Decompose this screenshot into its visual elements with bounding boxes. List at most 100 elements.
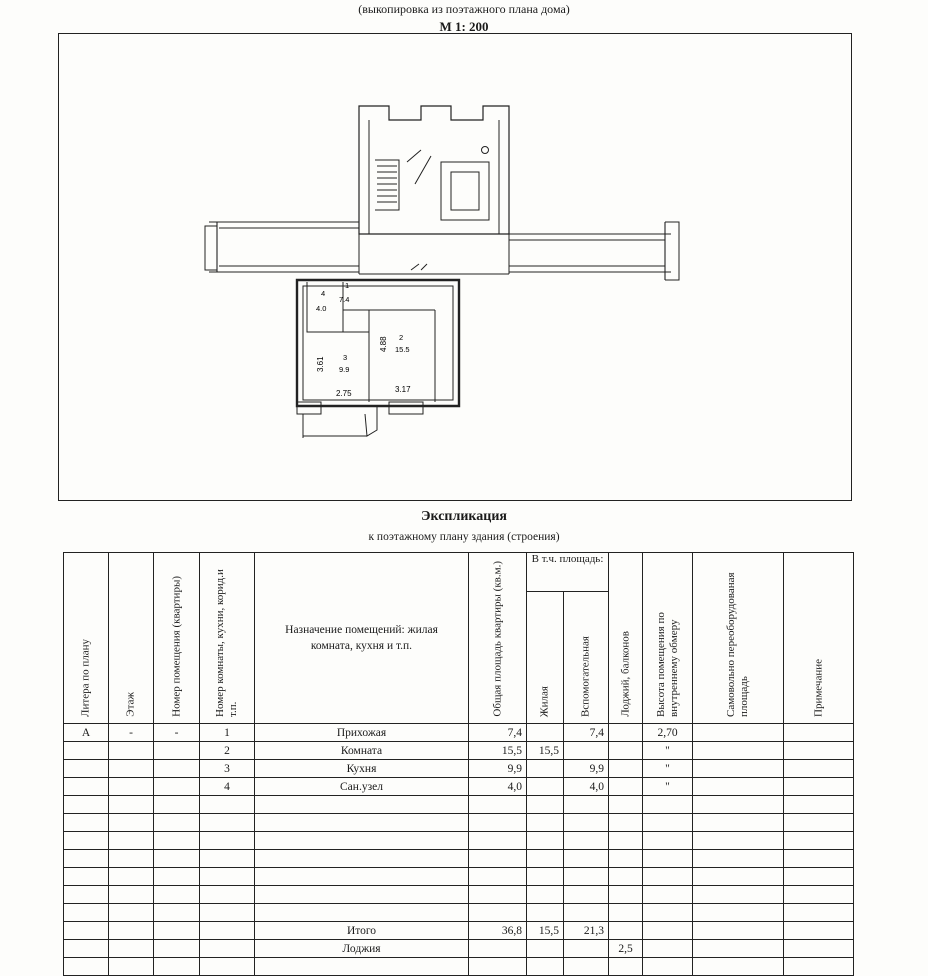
room-labels: 4 4.0 1 7.4 2 15.5 3 9.9 3.61 2.75 4.88 … bbox=[316, 281, 411, 398]
cell-room-number: 1 bbox=[199, 723, 255, 742]
cell-floor bbox=[108, 759, 154, 778]
table-row-empty bbox=[63, 903, 854, 922]
table-row-empty bbox=[63, 885, 854, 904]
floor-plan-drawing: 4 4.0 1 7.4 2 15.5 3 9.9 3.61 2.75 4.88 … bbox=[204, 105, 680, 438]
cell-apartment: - bbox=[153, 723, 200, 742]
cell-room-number: 2 bbox=[199, 741, 255, 760]
table-row: 3 Кухня 9,9 9,9 " bbox=[63, 759, 854, 778]
cell-room-number: 4 bbox=[199, 777, 255, 796]
loggia-label: Лоджия bbox=[254, 939, 469, 958]
cell-note bbox=[783, 723, 854, 742]
header-purpose: Назначение помещений: жилая комната, кух… bbox=[254, 552, 469, 724]
cell-apartment bbox=[153, 741, 200, 760]
cell-note bbox=[783, 741, 854, 760]
totals-living: 15,5 bbox=[526, 921, 564, 940]
room-2-area: 15.5 bbox=[395, 345, 410, 354]
room-1-area: 7.4 bbox=[339, 295, 349, 304]
room-4-area: 4.0 bbox=[316, 304, 326, 313]
cell-aux bbox=[563, 741, 609, 760]
cell-loggia bbox=[608, 759, 643, 778]
loggia-value: 2,5 bbox=[608, 939, 643, 958]
cell-total: 9,9 bbox=[468, 759, 527, 778]
cell-aux: 7,4 bbox=[563, 723, 609, 742]
table-row-empty bbox=[63, 957, 854, 976]
cell-unauthorized bbox=[692, 741, 784, 760]
cell-litera bbox=[63, 741, 109, 760]
cell-height: " bbox=[642, 741, 693, 760]
header-note: Примечание bbox=[783, 552, 854, 724]
table-row-empty bbox=[63, 867, 854, 886]
cell-loggia bbox=[608, 741, 643, 760]
cell-living bbox=[526, 777, 564, 796]
cell-unauthorized bbox=[692, 723, 784, 742]
table-row: 4 Сан.узел 4,0 4,0 " bbox=[63, 777, 854, 796]
cell-purpose: Сан.узел bbox=[254, 777, 469, 796]
cell-living: 15,5 bbox=[526, 741, 564, 760]
cell-purpose: Комната bbox=[254, 741, 469, 760]
cell-unauthorized bbox=[692, 777, 784, 796]
cell-aux: 4,0 bbox=[563, 777, 609, 796]
totals-row: Итого 36,8 15,5 21,3 bbox=[63, 921, 854, 940]
cell-litera bbox=[63, 759, 109, 778]
cell-loggia bbox=[608, 777, 643, 796]
cell-total: 4,0 bbox=[468, 777, 527, 796]
cell-height: 2,70 bbox=[642, 723, 693, 742]
cell-total: 7,4 bbox=[468, 723, 527, 742]
cell-floor: - bbox=[108, 723, 154, 742]
cell-litera bbox=[63, 777, 109, 796]
cell-living bbox=[526, 723, 564, 742]
cell-room-number: 3 bbox=[199, 759, 255, 778]
cell-living bbox=[526, 759, 564, 778]
cell-apartment bbox=[153, 759, 200, 778]
room-2-height-dim: 4.88 bbox=[379, 336, 388, 352]
cell-unauthorized bbox=[692, 759, 784, 778]
cell-litera: А bbox=[63, 723, 109, 742]
room-3-number: 3 bbox=[343, 353, 347, 362]
cell-note bbox=[783, 777, 854, 796]
cell-note bbox=[783, 759, 854, 778]
table-row-empty bbox=[63, 813, 854, 832]
header-auxiliary: Вспомогательная bbox=[563, 591, 609, 724]
cell-floor bbox=[108, 777, 154, 796]
explication-subtitle: к поэтажному плану здания (строения) bbox=[368, 531, 560, 543]
room-3-height-dim: 3.61 bbox=[316, 356, 325, 372]
header-apartment: Номер помещения (квартиры) bbox=[153, 552, 200, 724]
header-litera: Литера по плану bbox=[63, 552, 109, 724]
totals-label: Итого bbox=[254, 921, 469, 940]
cell-loggia bbox=[608, 723, 643, 742]
plan-subtitle: (выкопировка из поэтажного плана дома) bbox=[358, 2, 570, 16]
table-row-empty bbox=[63, 795, 854, 814]
cell-purpose: Кухня bbox=[254, 759, 469, 778]
table-row-empty bbox=[63, 831, 854, 850]
room-2-width-dim: 3.17 bbox=[395, 385, 411, 394]
room-1-number: 1 bbox=[345, 281, 349, 290]
explication-table: Литера по плану Этаж Номер помещения (кв… bbox=[63, 551, 854, 976]
table-row-empty bbox=[63, 849, 854, 868]
table-row: 2 Комната 15,5 15,5 " bbox=[63, 741, 854, 760]
room-3-width-dim: 2.75 bbox=[336, 389, 352, 398]
cell-aux: 9,9 bbox=[563, 759, 609, 778]
cell-floor bbox=[108, 741, 154, 760]
header-loggia: Лоджий, балконов bbox=[608, 552, 643, 724]
cell-total: 15,5 bbox=[468, 741, 527, 760]
header-unauthorized: Самовольно переоборудованая площадь bbox=[692, 552, 784, 724]
cell-height: " bbox=[642, 777, 693, 796]
totals-aux: 21,3 bbox=[563, 921, 609, 940]
room-3-area: 9.9 bbox=[339, 365, 349, 374]
floor-plan-frame: 4 4.0 1 7.4 2 15.5 3 9.9 3.61 2.75 4.88 … bbox=[58, 33, 852, 501]
header-including: В т.ч. площадь: bbox=[526, 551, 609, 593]
header-room-number: Номер комнаты, кухни, корид.и т.п. bbox=[199, 552, 255, 724]
table-row: А - - 1 Прихожая 7,4 7,4 2,70 bbox=[63, 723, 854, 742]
cell-purpose: Прихожая bbox=[254, 723, 469, 742]
totals-total: 36,8 bbox=[468, 921, 527, 940]
header-total-area: Общая площадь квартиры (кв.м.) bbox=[468, 552, 527, 724]
header-floor: Этаж bbox=[108, 552, 154, 724]
plan-scale: М 1: 200 bbox=[439, 19, 489, 34]
loggia-row: Лоджия 2,5 bbox=[63, 939, 854, 958]
cell-height: " bbox=[642, 759, 693, 778]
room-2-number: 2 bbox=[399, 333, 403, 342]
room-4-number: 4 bbox=[321, 289, 325, 298]
cell-apartment bbox=[153, 777, 200, 796]
header-height: Высота помещения по внутреннему обмеру bbox=[642, 552, 693, 724]
explication-title: Экспликация bbox=[421, 509, 507, 524]
